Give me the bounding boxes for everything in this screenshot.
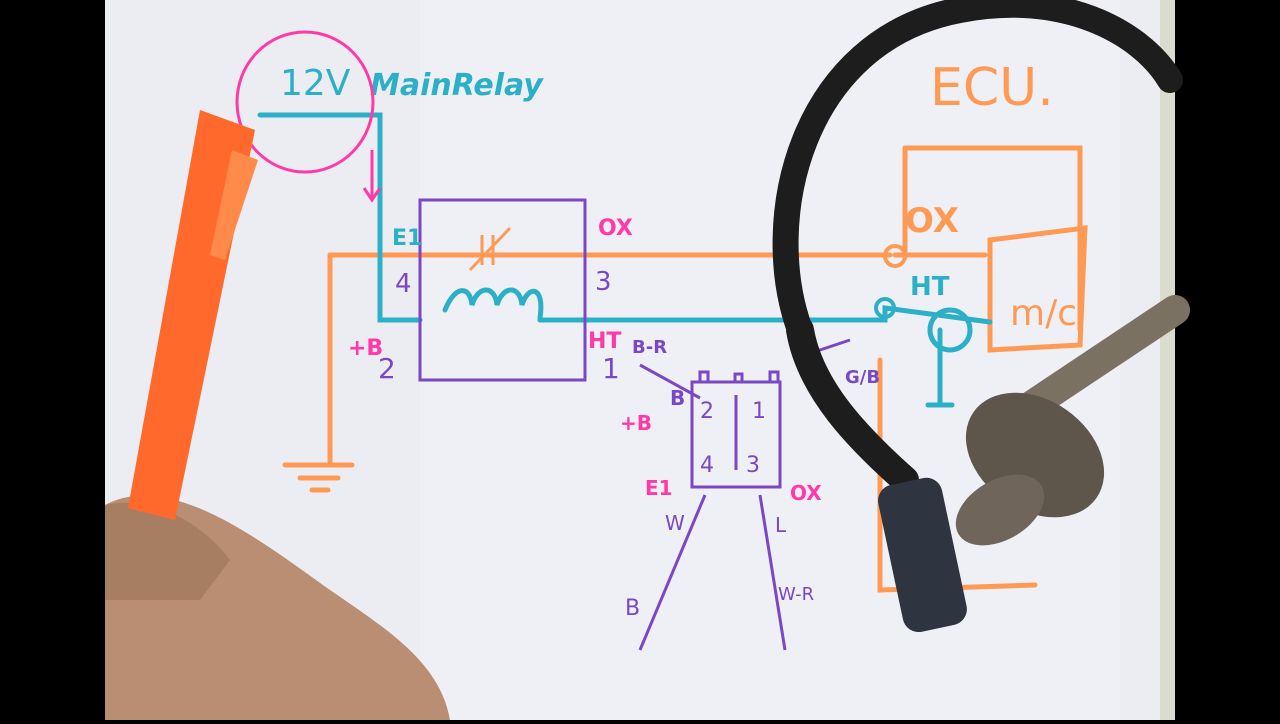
left-black-bar — [0, 0, 105, 720]
hand-shadow — [105, 502, 230, 600]
ecu-box-bottom — [877, 357, 1038, 593]
cyan-wires — [257, 112, 993, 408]
relay-feed-wire — [257, 112, 423, 323]
main-relay-label: MainRelay — [370, 68, 544, 103]
conn-pin2: 2 — [700, 399, 714, 424]
relay-contact — [468, 226, 512, 272]
orange-wires — [282, 145, 1088, 593]
pen-clip — [210, 150, 258, 260]
conn-e1-label: E1 — [645, 476, 673, 500]
relay-pin3: 3 — [595, 267, 612, 297]
wire-w-r-label: W-R — [778, 584, 814, 605]
ox-pin-label: OX — [598, 216, 633, 241]
voltage-circle — [235, 30, 375, 174]
conn-pin3: 3 — [746, 453, 760, 478]
wire-w-label: W — [665, 511, 685, 535]
sensor-tip — [955, 474, 1045, 546]
sensor-connector-plug — [878, 477, 967, 633]
conn-ox-label: OX — [790, 481, 822, 505]
relay-plus-b-label: +B — [348, 336, 383, 361]
sensor-cable-loop — [772, 0, 1183, 343]
relay-e1-label: E1 — [392, 226, 422, 251]
conn-b-label: B — [670, 386, 685, 410]
transistor-symbol — [927, 307, 973, 353]
relay-pin1: 1 — [602, 352, 620, 385]
sensor-cable-lower — [786, 316, 919, 494]
mc-box — [987, 225, 1088, 353]
relay-pin4: 4 — [395, 269, 412, 299]
right-black-bar — [1175, 0, 1280, 720]
g-b-label: G/B — [845, 367, 880, 388]
mc-label: m/c — [1010, 293, 1077, 334]
relay-coil — [442, 287, 544, 321]
relay-pin2: 2 — [378, 352, 396, 385]
connector-lead-wires — [638, 494, 787, 651]
conn-plus-b-label: +B — [620, 411, 652, 435]
b-r-label: B-R — [632, 337, 667, 358]
relay-box — [418, 198, 587, 382]
ecu-box-top — [902, 145, 1083, 333]
ecu-label: ECU. — [930, 58, 1054, 118]
ox-junction — [883, 244, 907, 268]
conn-pin4: 4 — [700, 453, 714, 478]
current-arrow — [362, 150, 382, 203]
ecu-ht-label: HT — [910, 272, 950, 302]
relay-ht-label: HT — [588, 329, 621, 354]
wire-b-label: B — [625, 596, 640, 621]
conn-pin1: 1 — [752, 399, 766, 424]
ht-junction — [874, 297, 896, 319]
ecu-ox-label: OX — [905, 201, 959, 241]
paper-highlight — [420, 0, 1120, 720]
wire-l-label: L — [775, 513, 787, 537]
voltage-label: 12V — [280, 63, 351, 104]
paper-edge — [1160, 0, 1175, 720]
